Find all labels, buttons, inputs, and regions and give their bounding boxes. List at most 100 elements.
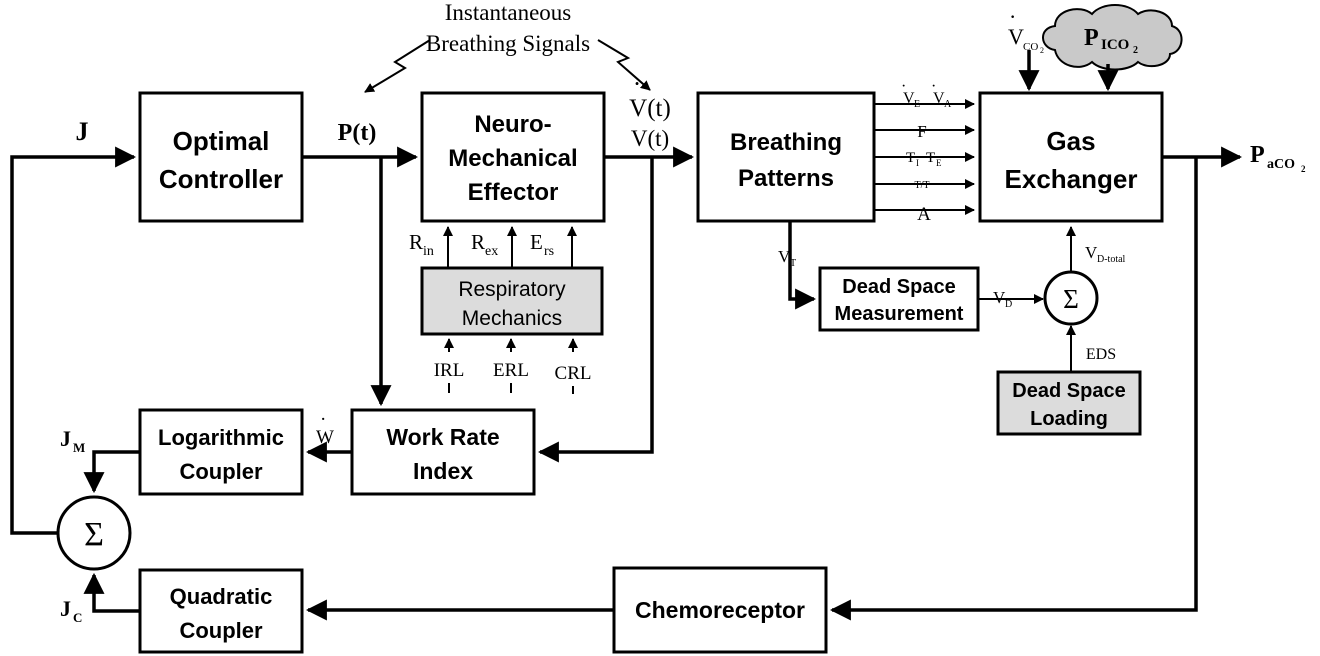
block-label: Neuro- xyxy=(474,111,551,138)
svg-text:P: P xyxy=(1250,142,1265,168)
svg-text:J: J xyxy=(60,426,71,451)
svg-text:rs: rs xyxy=(544,244,554,259)
block-label: Measurement xyxy=(835,303,964,325)
svg-text:D-total: D-total xyxy=(1097,254,1126,265)
svg-text:M: M xyxy=(73,440,85,455)
svg-text:T: T xyxy=(926,150,935,166)
neuro-mechanical-effector-block[interactable]: Neuro- Mechanical Effector xyxy=(420,91,606,223)
signal-lines xyxy=(10,50,1243,621)
svg-text:·: · xyxy=(320,409,326,430)
label-w-dot: W · xyxy=(316,409,334,448)
block-label: Loading xyxy=(1030,408,1108,430)
svg-text:J: J xyxy=(60,596,71,621)
chemoreceptor-block[interactable]: Chemoreceptor xyxy=(612,566,828,654)
signal-labels: J P(t) V(t) · V(t) R in R ex E rs IRL ER… xyxy=(60,4,1306,625)
svg-text:·: · xyxy=(931,78,936,95)
svg-text:V: V xyxy=(903,90,915,107)
dead-space-measurement-block[interactable]: Dead Space Measurement xyxy=(818,266,980,332)
svg-text:2: 2 xyxy=(1133,45,1138,56)
svg-text:T: T xyxy=(790,258,796,269)
label-vco2: V · CO 2 xyxy=(1008,4,1044,55)
svg-text:·: · xyxy=(901,78,906,95)
svg-text:aCO: aCO xyxy=(1267,157,1295,172)
svg-text:I: I xyxy=(916,158,919,168)
block-label: Chemoreceptor xyxy=(635,597,805,623)
svg-text:V: V xyxy=(778,247,791,266)
svg-text:ex: ex xyxy=(485,244,498,259)
label-v-dot-t: V(t) xyxy=(629,95,671,122)
label-v-t: V(t) xyxy=(631,126,669,151)
svg-text:C: C xyxy=(73,610,82,625)
block-label: Patterns xyxy=(738,165,834,192)
svg-text:V: V xyxy=(933,90,945,107)
work-rate-index-block[interactable]: Work Rate Index xyxy=(350,408,536,496)
block-label: Effector xyxy=(468,179,559,206)
label-jc: J C xyxy=(60,596,82,625)
respiratory-mechanics-block[interactable]: Respiratory Mechanics xyxy=(420,266,604,336)
label-ti-te: T I T E xyxy=(906,150,942,168)
sigma-symbol: Σ xyxy=(1063,284,1079,314)
summing-junction-cost: Σ xyxy=(56,495,132,571)
label-jm: J M xyxy=(60,426,85,455)
svg-text:V: V xyxy=(1008,24,1024,49)
block-label: Gas xyxy=(1046,126,1095,156)
label-pico2: P ICO 2 xyxy=(1084,25,1138,56)
quadratic-coupler-block[interactable]: Quadratic Coupler xyxy=(138,568,304,654)
block-label: Mechanical xyxy=(448,145,577,172)
svg-text:E: E xyxy=(936,158,942,168)
svg-text:R: R xyxy=(409,230,423,254)
block-label: Optimal xyxy=(173,126,270,156)
svg-text:A: A xyxy=(944,99,952,110)
label-f: F xyxy=(917,122,926,141)
inspired-co2-cloud xyxy=(1042,4,1183,71)
svg-text:D: D xyxy=(1005,299,1012,310)
svg-text:V: V xyxy=(993,288,1006,307)
note-line-2: Breathing Signals xyxy=(426,31,590,56)
svg-text:ICO: ICO xyxy=(1101,37,1129,53)
svg-text:in: in xyxy=(423,244,434,259)
svg-text:E: E xyxy=(530,230,543,254)
note-line-1: Instantaneous xyxy=(445,0,572,25)
label-j: J xyxy=(76,117,89,146)
dead-space-loading-block[interactable]: Dead Space Loading xyxy=(996,370,1142,436)
sigma-symbol: Σ xyxy=(84,516,104,553)
label-irl: IRL xyxy=(434,360,465,381)
note-arrow-to-vdot xyxy=(597,39,651,91)
svg-text:P: P xyxy=(1084,25,1099,51)
svg-text:T: T xyxy=(906,150,915,166)
label-e-rs: E rs xyxy=(530,230,554,259)
svg-text:E: E xyxy=(914,99,920,110)
label-vd: V D xyxy=(993,288,1012,310)
svg-text:R: R xyxy=(471,230,485,254)
block-label: Quadratic xyxy=(170,584,273,609)
block-label: Coupler xyxy=(179,459,263,484)
instantaneous-signals-note: Instantaneous Breathing Signals xyxy=(364,0,651,93)
label-eds: EDS xyxy=(1086,346,1116,363)
label-vd-total: V D-total xyxy=(1085,243,1126,265)
label-erl: ERL xyxy=(493,360,529,381)
optimal-controller-block[interactable]: Optimal Controller xyxy=(138,91,304,223)
dot-accent: · xyxy=(633,71,641,98)
svg-text:W: W xyxy=(316,427,334,448)
label-ti-ttot-ratio: T/T xyxy=(915,180,930,191)
summing-junction-dead-space: Σ xyxy=(1043,270,1099,326)
label-crl: CRL xyxy=(555,363,592,384)
breathing-patterns-block[interactable]: Breathing Patterns xyxy=(696,91,876,223)
gas-exchanger-block[interactable]: Gas Exchanger xyxy=(978,91,1164,223)
block-label: Index xyxy=(413,458,473,484)
svg-text:·: · xyxy=(1009,4,1016,29)
block-label: Mechanics xyxy=(462,307,562,330)
label-ve-va: V E · V A · xyxy=(901,78,952,110)
label-a: A xyxy=(917,204,931,225)
block-label: Controller xyxy=(159,164,283,194)
svg-text:2: 2 xyxy=(1301,164,1306,174)
block-label: Work Rate xyxy=(386,424,499,450)
label-p-t: P(t) xyxy=(338,120,377,146)
block-label: Respiratory xyxy=(458,278,566,301)
svg-text:V: V xyxy=(1085,243,1098,262)
label-r-in: R in xyxy=(409,230,434,259)
block-label: Breathing xyxy=(730,129,842,156)
label-r-ex: R ex xyxy=(471,230,498,259)
logarithmic-coupler-block[interactable]: Logarithmic Coupler xyxy=(138,408,304,496)
